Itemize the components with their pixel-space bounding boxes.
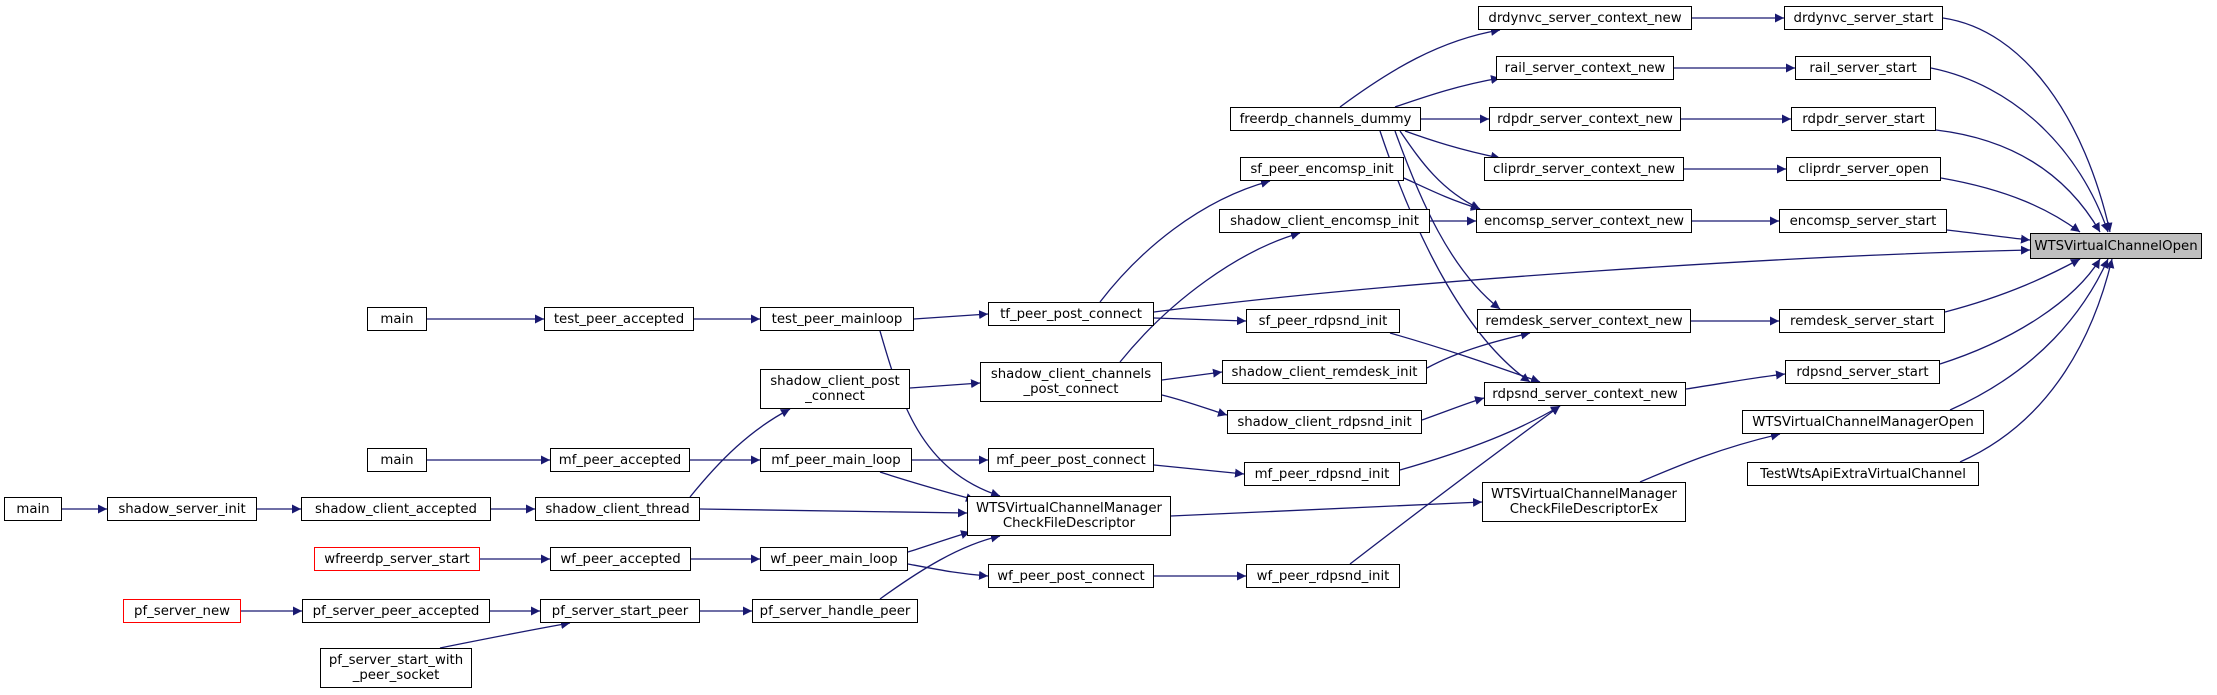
node-sf-peer-rdpsnd-init[interactable]: sf_peer_rdpsnd_init — [1246, 309, 1400, 333]
node-pf-server-handle-peer[interactable]: pf_server_handle_peer — [752, 599, 918, 623]
edge-rdpsnd-start — [1939, 258, 2101, 365]
node-encomsp-server-start[interactable]: encomsp_server_start — [1779, 209, 1947, 233]
node-encomsp-server-context-new[interactable]: encomsp_server_context_new — [1476, 209, 1692, 233]
node-mf-peer-main-loop[interactable]: mf_peer_main_loop — [760, 448, 912, 472]
edge-shadow-channels-remdesk — [1161, 368, 1223, 381]
edge-shadow-channels-encomsp — [1119, 231, 1301, 363]
edge-dummy-encomsp — [1399, 130, 1481, 210]
node-main-3[interactable]: main — [4, 497, 62, 521]
node-pf-server-start-peer[interactable]: pf_server_start_peer — [540, 599, 700, 623]
node-test-peer-mainloop[interactable]: test_peer_mainloop — [760, 307, 914, 331]
edge-tf-sf-encomsp — [1099, 179, 1271, 303]
edge-drdynvc-start — [1942, 17, 2113, 233]
node-pf-server-peer-accepted[interactable]: pf_server_peer_accepted — [302, 599, 490, 623]
edge-shadow-post-channels — [909, 379, 981, 389]
edge-tf-sf-rdpsnd — [1153, 316, 1247, 326]
node-drdynvc-server-start[interactable]: drdynvc_server_start — [1784, 6, 1943, 30]
node-wts-cfd-ex[interactable]: WTSVirtualChannelManager CheckFileDescri… — [1482, 482, 1686, 522]
node-pf-server-start-with-peer-socket[interactable]: pf_server_start_with _peer_socket — [320, 648, 472, 688]
edge-cliprdr-open — [1940, 177, 2081, 233]
edge-cfd-ex-manager-open — [1639, 431, 1781, 483]
node-cliprdr-server-context-new[interactable]: cliprdr_server_context_new — [1484, 157, 1684, 181]
edge-rdpsnd-ctx — [1685, 370, 1786, 390]
node-remdesk-server-context-new[interactable]: remdesk_server_context_new — [1477, 309, 1691, 333]
edge-dummy-remdesk — [1394, 130, 1501, 310]
node-test-wts-api-extra-virtual-channel[interactable]: TestWtsApiExtraVirtualChannel — [1747, 462, 1979, 486]
node-test-peer-accepted[interactable]: test_peer_accepted — [544, 307, 694, 331]
node-rdpsnd-server-start[interactable]: rdpsnd_server_start — [1785, 360, 1940, 384]
edge-rdpdr-start — [1935, 129, 2101, 233]
node-pf-server-new[interactable]: pf_server_new — [123, 599, 241, 623]
node-drdynvc-server-context-new[interactable]: drdynvc_server_context_new — [1478, 6, 1692, 30]
edge-mf-rdpsnd — [1399, 405, 1561, 471]
edge-manager-open — [1949, 258, 2109, 411]
edge-wf-main-cfd — [907, 530, 971, 553]
edge-pf-socket-start — [439, 620, 571, 649]
node-mf-peer-accepted[interactable]: mf_peer_accepted — [550, 448, 690, 472]
edge-mf-post-rdpsnd — [1153, 464, 1245, 478]
node-main-1[interactable]: main — [367, 307, 427, 331]
node-rdpdr-server-context-new[interactable]: rdpdr_server_context_new — [1489, 107, 1681, 131]
node-shadow-client-channels-post-connect[interactable]: shadow_client_channels _post_connect — [980, 362, 1162, 402]
edge-wf-main-wf-post — [907, 563, 989, 580]
node-shadow-client-accepted[interactable]: shadow_client_accepted — [301, 497, 491, 521]
node-rail-server-start[interactable]: rail_server_start — [1795, 56, 1931, 80]
node-rdpdr-server-start[interactable]: rdpdr_server_start — [1791, 107, 1936, 131]
node-tf-peer-post-connect[interactable]: tf_peer_post_connect — [988, 302, 1154, 326]
node-wts-virtual-channel-open[interactable]: WTSVirtualChannelOpen — [2030, 233, 2202, 259]
node-wts-virtual-channel-manager-open[interactable]: WTSVirtualChannelManagerOpen — [1742, 410, 1984, 434]
node-mf-peer-rdpsnd-init[interactable]: mf_peer_rdpsnd_init — [1244, 462, 1400, 486]
node-shadow-client-rdpsnd-init[interactable]: shadow_client_rdpsnd_init — [1227, 410, 1422, 434]
node-remdesk-server-start[interactable]: remdesk_server_start — [1779, 309, 1945, 333]
node-rail-server-context-new[interactable]: rail_server_context_new — [1496, 56, 1674, 80]
edge-shadow-thread-post — [689, 408, 791, 498]
node-shadow-client-remdesk-init[interactable]: shadow_client_remdesk_init — [1222, 360, 1427, 384]
node-wf-peer-accepted[interactable]: wf_peer_accepted — [550, 547, 691, 571]
node-shadow-client-encomsp-init[interactable]: shadow_client_encomsp_init — [1219, 209, 1430, 233]
node-mf-peer-post-connect[interactable]: mf_peer_post_connect — [988, 448, 1154, 472]
node-main-2[interactable]: main — [367, 448, 427, 472]
edge-dummy-cliprdr — [1404, 130, 1501, 161]
node-sf-peer-encomsp-init[interactable]: sf_peer_encomsp_init — [1240, 157, 1404, 181]
node-wts-cfd[interactable]: WTSVirtualChannelManager CheckFileDescri… — [967, 496, 1171, 536]
node-shadow-client-thread[interactable]: shadow_client_thread — [535, 497, 700, 521]
edge-wf-rdpsnd — [1349, 405, 1561, 565]
node-wf-peer-post-connect[interactable]: wf_peer_post_connect — [988, 564, 1154, 588]
edge-encomsp-start — [1946, 229, 2031, 244]
edge-rail-start — [1930, 67, 2110, 233]
edge-test-cfd — [879, 330, 1001, 498]
node-wf-peer-main-loop[interactable]: wf_peer_main_loop — [760, 547, 908, 571]
node-wfreerdp-server-start[interactable]: wfreerdp_server_start — [314, 547, 480, 571]
node-shadow-client-post-connect[interactable]: shadow_client_post _connect — [760, 369, 910, 409]
edge-shadow-thread-cfd — [699, 508, 968, 518]
edge-test-extra — [1959, 258, 2115, 463]
edge-sf-rdpsnd — [1389, 332, 1541, 384]
edge-shadow-remdesk — [1426, 330, 1531, 369]
call-edges — [62, 13, 2115, 649]
edge-tf-post-connect-root — [1153, 245, 2031, 313]
edge-wts-cfd-ex — [1170, 497, 1483, 517]
edge-remdesk-start — [1944, 258, 2081, 313]
edge-dummy-rail — [1394, 75, 1501, 108]
edge-test-tf — [913, 310, 989, 320]
edge-dummy-drdynvc — [1339, 27, 1501, 108]
edge-shadow-rdpsnd — [1421, 396, 1485, 421]
edge-shadow-channels-rdpsnd — [1161, 394, 1228, 417]
edge-pf-handle-cfd — [879, 533, 1001, 600]
node-rdpsnd-server-context-new[interactable]: rdpsnd_server_context_new — [1484, 382, 1686, 406]
node-wf-peer-rdpsnd-init[interactable]: wf_peer_rdpsnd_init — [1246, 564, 1400, 588]
node-shadow-server-init[interactable]: shadow_server_init — [107, 497, 257, 521]
edge-sf-encomsp — [1403, 177, 1481, 211]
node-freerdp-channels-dummy[interactable]: freerdp_channels_dummy — [1230, 107, 1421, 131]
node-cliprdr-server-open[interactable]: cliprdr_server_open — [1786, 157, 1941, 181]
